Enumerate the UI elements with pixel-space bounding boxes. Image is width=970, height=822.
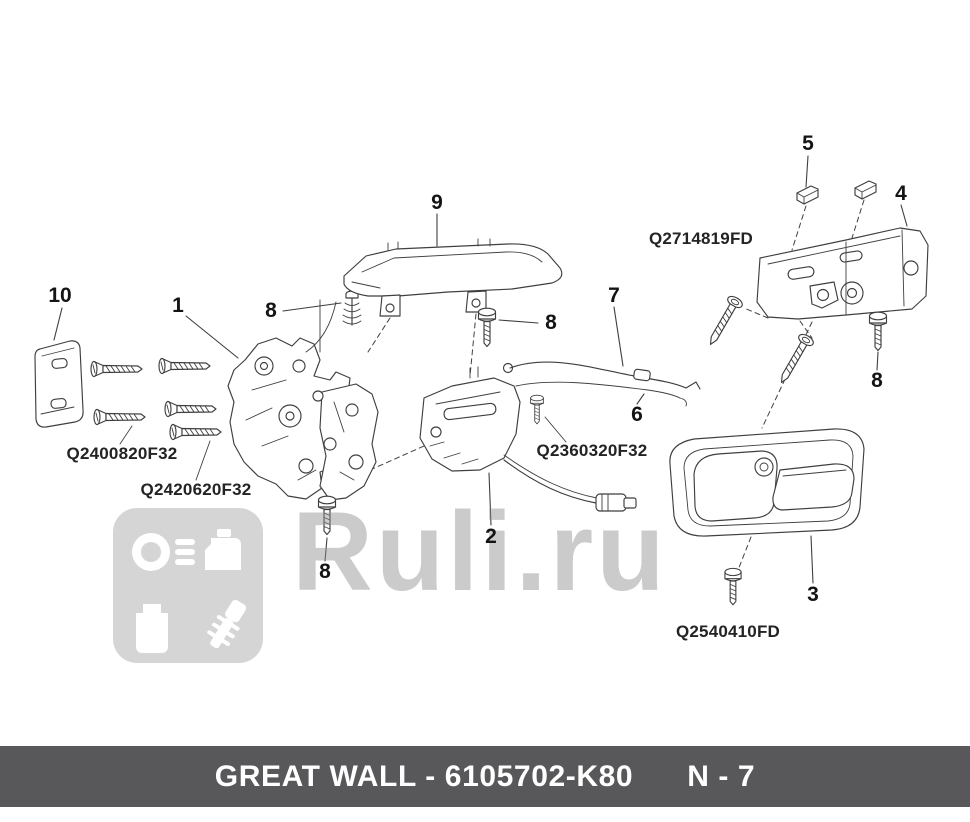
spring-screw [342, 290, 362, 326]
part-code-q2540410fd: Q2540410FD [675, 622, 781, 641]
part-5-clip-left [796, 185, 819, 205]
callout-part-2: 2 [485, 525, 497, 548]
callout-part-6: 6 [631, 403, 643, 426]
callout-part-1: 1 [172, 294, 184, 317]
part-code-q2420620f32: Q2420620F32 [140, 480, 252, 499]
screw-q2540410fd [724, 567, 742, 606]
footer-brand-and-number: GREAT WALL - 6105702-K80 [214, 759, 634, 793]
part-7-lock-cable [502, 361, 701, 390]
callout-part-8-spring: 8 [265, 299, 277, 322]
bolt-q2360320f32 [530, 394, 544, 425]
logo-tile [113, 508, 263, 663]
part-2-actuator-bracket [419, 366, 637, 512]
screw-q2714819fd-1 [702, 293, 745, 350]
mounting-screws [90, 357, 222, 441]
shock-absorber-icon [207, 599, 247, 649]
exploded-parts-diagram [34, 155, 929, 606]
part-4-reinforcement-bracket [756, 227, 929, 320]
callout-part-5: 5 [802, 132, 814, 155]
footer-page-number: N - 7 [687, 759, 756, 793]
callout-part-8-bracket: 8 [871, 369, 883, 392]
part-5-clip-right [854, 180, 877, 200]
callout-part-8-handle: 8 [545, 311, 557, 334]
part-10-striker-bracket [34, 340, 84, 428]
leader-lines [53, 155, 908, 584]
part-code-q2360320f32: Q2360320F32 [536, 441, 648, 460]
oil-bottle-icon [136, 604, 168, 653]
auto-parts-logo [113, 508, 263, 668]
part-9-exterior-handle [343, 238, 563, 317]
part-6-release-cable [515, 381, 687, 407]
callout-part-4: 4 [895, 182, 907, 205]
bolt-8-handle [477, 307, 497, 348]
part-3-interior-handle [669, 428, 865, 537]
bolt-8-bracket [868, 311, 888, 352]
part-1-door-lock [227, 299, 379, 501]
callout-part-9: 9 [431, 191, 443, 214]
screw-q2714819fd-2 [773, 331, 816, 388]
part-code-q2714819fd: Q2714819FD [648, 229, 754, 248]
part-code-q2400820f32: Q2400820F32 [66, 444, 178, 463]
headlight-icon [132, 533, 195, 571]
footer-bar: GREAT WALL - 6105702-K80 N - 7 [0, 746, 970, 807]
bolt-8-lock [317, 495, 337, 536]
canister-icon [205, 529, 241, 570]
callout-part-7: 7 [608, 284, 620, 307]
callout-part-10: 10 [48, 284, 72, 307]
callout-part-3: 3 [807, 583, 819, 606]
callout-part-8-lock: 8 [319, 560, 331, 583]
